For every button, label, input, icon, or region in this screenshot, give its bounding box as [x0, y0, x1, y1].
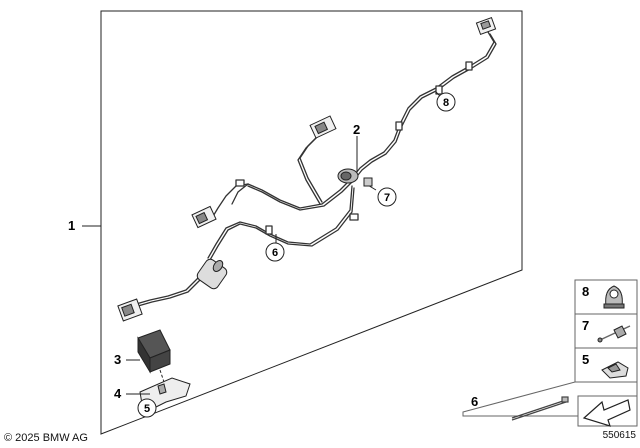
circled-callout-5: 5 — [137, 398, 157, 418]
circled-callout-6: 6 — [265, 242, 285, 262]
relay-module-icon[interactable] — [137, 329, 171, 374]
callout-1: 1 — [68, 218, 75, 233]
connector-left-icon — [191, 205, 217, 229]
filter-cylinder-icon — [196, 258, 228, 290]
connector-bottom-left-icon — [117, 298, 143, 322]
clip-icon — [601, 361, 629, 379]
circled-callout-8-label: 8 — [443, 97, 449, 109]
assembly-frame — [100, 10, 523, 435]
legend-box-5[interactable]: 5 — [574, 347, 638, 383]
legend-8-label: 8 — [582, 284, 589, 299]
legend-box-8[interactable]: 8 — [574, 279, 638, 315]
connector-top-right-icon — [475, 16, 497, 36]
wiring-harness-icon[interactable] — [135, 31, 497, 307]
connector-housing-icon — [337, 168, 359, 184]
legend-7-label: 7 — [582, 318, 589, 333]
callout-4: 4 — [114, 386, 122, 401]
hose-clip-icon — [597, 325, 631, 343]
arrow-icon — [577, 395, 638, 427]
cable-tie-icon — [511, 396, 569, 421]
hose-clip-small-icon — [363, 177, 373, 187]
legend-5-label: 5 — [582, 352, 589, 367]
copyright-text: © 2025 BMW AG — [4, 432, 88, 444]
legend-6-label: 6 — [471, 394, 478, 409]
circled-callout-5-label: 5 — [144, 403, 150, 415]
circled-callout-8: 8 — [436, 92, 456, 112]
grommet-icon — [603, 285, 625, 309]
connector-mid-icon — [309, 115, 337, 139]
legend-box-7[interactable]: 7 — [574, 313, 638, 349]
relay-dash-line — [159, 369, 165, 383]
callout-3: 3 — [114, 352, 121, 367]
diagram-id: 550615 — [602, 430, 636, 441]
leader-lines — [82, 91, 441, 395]
circled-callout-6-label: 6 — [272, 247, 278, 259]
callout-2: 2 — [353, 122, 360, 137]
circled-callout-7-label: 7 — [384, 192, 390, 204]
circled-callout-7: 7 — [377, 187, 397, 207]
